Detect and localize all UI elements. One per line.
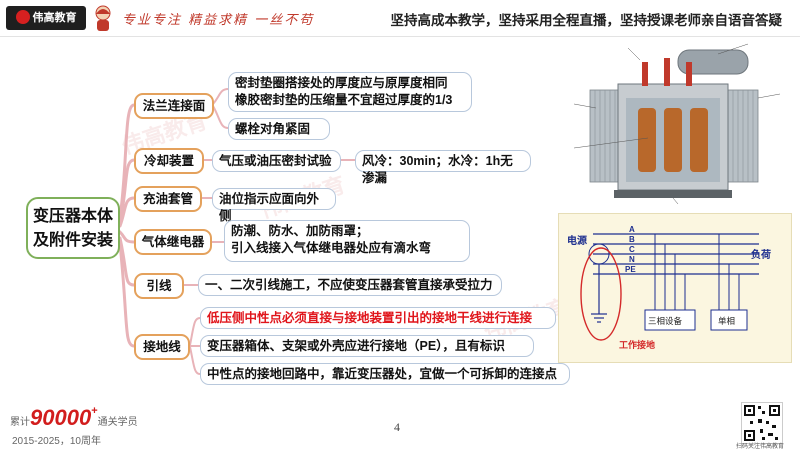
footer-stats: 累计90000+通关学员 bbox=[10, 405, 138, 431]
flange-gasket-note: 密封垫圈搭接处的厚度应与原厚度相同 橡胶密封垫的压缩量不宜超过厚度的1/3 bbox=[228, 72, 472, 112]
branch-grounding: 接地线 bbox=[134, 334, 190, 360]
bushing-note: 油位指示应面向外侧 bbox=[212, 188, 336, 223]
grounding-label: 工作接地 bbox=[619, 339, 655, 350]
logo-icon bbox=[15, 10, 30, 25]
cooling-test-note: 气压或油压密封试验 bbox=[212, 150, 341, 172]
grounding-neutral-note: 低压侧中性点必须直接与接地装置引出的接地干线进行连接 bbox=[200, 307, 556, 329]
line-label-n: N bbox=[629, 255, 635, 264]
count-prefix: 累计 bbox=[10, 417, 30, 428]
logo-text: 伟高教育 bbox=[32, 12, 77, 24]
cooling-time-note: 风冷：30min；水冷：1h无渗漏 bbox=[355, 150, 531, 185]
brand-logo: 伟高教育 bbox=[6, 6, 86, 30]
footer-years: 2015-2025，10周年 bbox=[12, 436, 101, 447]
slogan-script: 专业专注 精益求精 一丝不苟 bbox=[122, 13, 315, 28]
branch-gas-relay: 气体继电器 bbox=[134, 229, 212, 255]
count-unit: 通关学员 bbox=[97, 417, 138, 428]
page-number: 4 bbox=[394, 420, 400, 434]
grounding-enclosure-note: 变压器箱体、支架或外壳应进行接地（PE），且有标识 bbox=[200, 335, 534, 357]
line-label-c: C bbox=[629, 245, 635, 254]
line-label-b: B bbox=[629, 235, 635, 244]
branch-bushing: 充油套管 bbox=[134, 186, 202, 212]
single-phase-label: 单相 bbox=[718, 316, 735, 326]
load-label: 负荷 bbox=[751, 248, 771, 261]
source-label: 电源 bbox=[567, 234, 587, 247]
flange-bolt-note: 螺栓对角紧固 bbox=[228, 118, 330, 140]
three-phase-label: 三相设备 bbox=[648, 316, 683, 326]
qr-code-icon bbox=[741, 402, 783, 444]
grounding-disconnect-note: 中性点的接地回路中，靠近变压器处，宜做一个可拆卸的连接点 bbox=[200, 363, 570, 385]
leads-note: 一、二次引线施工，不应使变压器套管直接承受拉力 bbox=[198, 274, 502, 296]
line-label-pe: PE bbox=[625, 265, 636, 274]
count-suffix: + bbox=[91, 405, 98, 417]
tn-s-wiring-diagram: 电源 A B C N PE 负荷 工作接地 三相设备 单相 bbox=[558, 213, 792, 363]
top-bar bbox=[0, 0, 800, 37]
branch-leads: 引线 bbox=[134, 273, 184, 299]
main-topic-line: 及附件安装 bbox=[32, 232, 113, 249]
student-count: 90000 bbox=[30, 405, 92, 430]
gas-relay-note: 防潮、防水、加防雨罩； 引入线接入气体继电器处应有滴水弯 bbox=[224, 220, 470, 262]
line-label-a: A bbox=[629, 225, 635, 234]
main-topic: 变压器本体 及附件安装 bbox=[26, 197, 120, 259]
header-slogan: 坚持高成本教学，坚持采用全程直播，坚持授课老师亲自语音答疑 bbox=[390, 13, 783, 28]
branch-cooling: 冷却装置 bbox=[134, 148, 204, 174]
branch-flange: 法兰连接面 bbox=[134, 93, 214, 119]
mascot-icon bbox=[95, 5, 111, 31]
qr-caption: 扫码关注伟高教育 bbox=[736, 444, 785, 450]
main-topic-line: 变压器本体 bbox=[32, 208, 113, 225]
transformer-illustration bbox=[568, 38, 790, 206]
